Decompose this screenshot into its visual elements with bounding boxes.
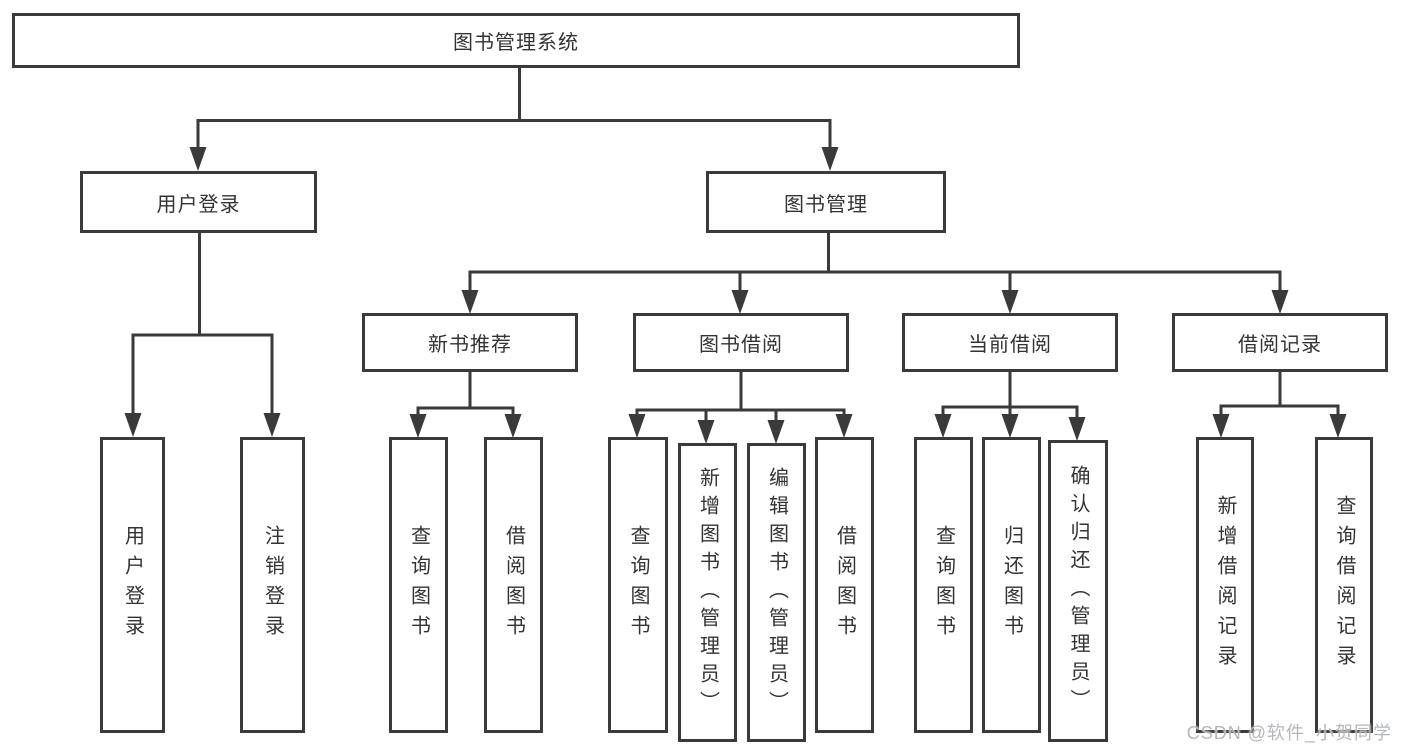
node-root-system: 图书管理系统: [12, 13, 1020, 68]
arrowheads: [124, 147, 1347, 444]
leaf-edit-books-admin: 编辑图书（管理员）: [747, 443, 806, 742]
connector-book-borrow-branch: [635, 372, 846, 424]
leaf-borrow-books: 借阅图书: [815, 437, 874, 733]
connector-root-to-level2: [196, 68, 832, 152]
node-user-login: 用户登录: [80, 171, 317, 233]
connector-user-login-branch: [131, 233, 274, 418]
connector-new-books-branch: [416, 372, 515, 418]
leaf-query-books-newbooks: 查询图书: [389, 437, 448, 733]
connector-current-borrow-branch: [941, 372, 1079, 421]
leaf-query-books-borrow: 查询图书: [608, 437, 668, 733]
node-borrow-records: 借阅记录: [1172, 313, 1388, 372]
connector-borrow-records-branch: [1219, 372, 1340, 418]
node-current-borrow: 当前借阅: [902, 313, 1118, 372]
node-book-mgmt: 图书管理: [706, 171, 946, 233]
node-book-borrow: 图书借阅: [633, 313, 849, 372]
leaf-return-books: 归还图书: [982, 437, 1041, 733]
leaf-user-login: 用户登录: [100, 437, 165, 733]
leaf-logout: 注销登录: [240, 437, 305, 733]
leaf-add-books-admin: 新增图书（管理员）: [678, 443, 737, 742]
connector-book-mgmt-branch: [468, 233, 1282, 293]
leaf-borrow-books-newbooks: 借阅图书: [484, 437, 543, 733]
node-new-books: 新书推荐: [362, 313, 578, 372]
leaf-add-borrow-record: 新增借阅记录: [1196, 437, 1254, 733]
watermark: CSDN @软件_小贺同学: [1186, 723, 1392, 743]
leaf-query-borrow-record: 查询借阅记录: [1315, 437, 1373, 733]
leaf-confirm-return-admin: 确认归还（管理员）: [1048, 440, 1108, 742]
leaf-query-books-current: 查询图书: [914, 437, 973, 733]
